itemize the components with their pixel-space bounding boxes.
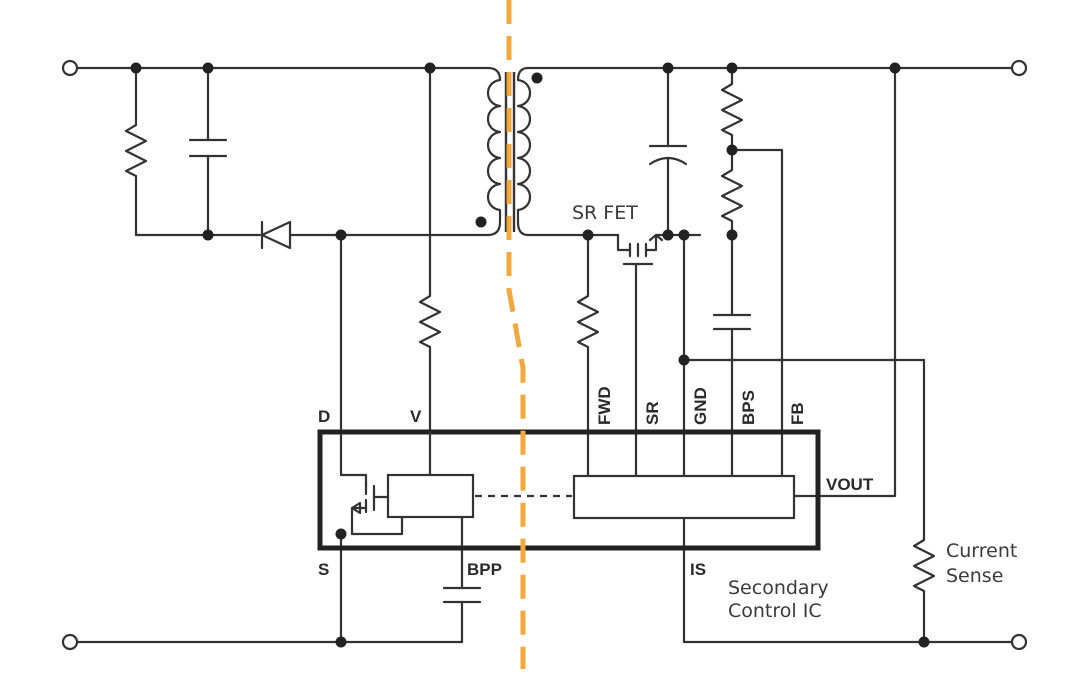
fb-wire <box>730 148 784 478</box>
pin-label-d: D <box>318 407 330 426</box>
junction-dot <box>335 528 347 540</box>
input-terminal-top <box>61 59 79 77</box>
junction-dot <box>130 62 142 74</box>
junction-dot <box>726 144 738 156</box>
ic-package <box>317 429 821 551</box>
junction-dot <box>202 229 214 241</box>
junction-dot <box>918 636 930 648</box>
v-pin-resistor <box>418 66 442 434</box>
junction-dot <box>202 62 214 74</box>
bps-capacitor <box>712 313 752 478</box>
snubber-capacitor <box>188 66 228 237</box>
pin-label-bpp: BPP <box>467 560 502 579</box>
pin-label-s: S <box>318 560 329 579</box>
vout-wire <box>792 66 897 498</box>
primary-mosfet <box>339 473 404 536</box>
junction-dot <box>726 229 738 241</box>
pin-label-gnd: GND <box>691 387 710 425</box>
current-sense-label-line2: Sense <box>946 565 1003 587</box>
feedback-divider <box>720 66 744 317</box>
secondary-side <box>516 59 1028 651</box>
transformer-core <box>504 72 516 232</box>
junction-dot <box>424 62 436 74</box>
secondary-polarity-dot <box>531 72 543 84</box>
junction-dot <box>726 62 738 74</box>
input-terminal-bottom <box>61 633 79 651</box>
pin-label-bps: BPS <box>739 390 758 425</box>
bpp-capacitor <box>442 544 482 644</box>
pin-label-sr: SR <box>643 401 662 425</box>
secondary-controller-block <box>572 474 796 520</box>
secondary-ic-label-line2: Control IC <box>728 600 822 622</box>
fwd-resistor <box>576 233 600 478</box>
output-terminal-bottom <box>1010 633 1028 651</box>
isolation-barrier <box>506 0 526 669</box>
current-sense-resistor <box>682 358 936 644</box>
junction-dot <box>582 229 594 241</box>
clamp-diode <box>260 220 490 250</box>
sr-fet-label: SR FET <box>572 202 638 224</box>
secondary-winding <box>516 66 532 237</box>
pin-label-fwd: FWD <box>595 386 614 425</box>
junction-dot <box>678 354 690 366</box>
ic-outline <box>317 429 821 551</box>
primary-winding <box>486 66 502 237</box>
primary-polarity-dot <box>475 216 487 228</box>
primary-controller-block <box>386 473 475 519</box>
junction-dot <box>662 62 674 74</box>
junction-dot <box>335 229 347 241</box>
output-terminal-top <box>1010 59 1028 77</box>
junction-dot <box>678 229 690 241</box>
secondary-ic-label-line1: Secondary <box>728 577 829 599</box>
snubber-resistor <box>124 66 148 237</box>
pin-label-fb: FB <box>788 402 807 425</box>
pin-label-vout: VOUT <box>826 475 874 494</box>
current-sense-label-line1: Current <box>946 540 1017 562</box>
pin-label-is: IS <box>690 560 706 579</box>
junction-dot <box>662 229 674 241</box>
junction-dot <box>889 62 901 74</box>
sr-fet <box>616 233 702 266</box>
junction-dot <box>335 636 347 648</box>
primary-side <box>61 59 502 651</box>
output-capacitor <box>648 66 688 237</box>
pin-label-v: V <box>410 407 422 426</box>
